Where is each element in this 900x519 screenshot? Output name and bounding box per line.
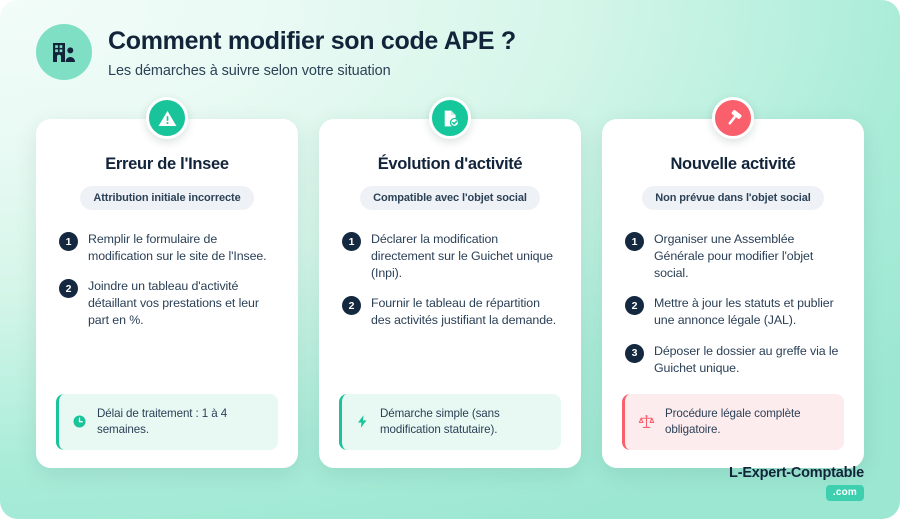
gavel-icon: [712, 97, 754, 139]
lightning-bolt-icon: [355, 414, 370, 429]
card-note-text: Procédure légale complète obligatoire.: [665, 406, 801, 436]
step-item: 3 Déposer le dossier au greffe via le Gu…: [625, 343, 844, 377]
step-text: Remplir le formulaire de modification su…: [88, 232, 267, 264]
document-check-icon: [429, 97, 471, 139]
card-note: Délai de traitement : 1 à 4 semaines.: [56, 393, 278, 450]
step-number: 2: [59, 279, 78, 299]
card-title: Évolution d'activité: [377, 155, 523, 173]
step-item: 1 Organiser une Assemblée Générale pour …: [625, 231, 844, 282]
card-note: Démarche simple (sans modification statu…: [339, 393, 561, 450]
step-item: 1 Remplir le formulaire de modification …: [59, 231, 278, 265]
steps-list: 1 Remplir le formulaire de modification …: [56, 231, 278, 330]
card-title: Erreur de l'Insee: [105, 155, 229, 173]
brand-dotcom-badge: .com: [825, 485, 864, 501]
card-pill-badge: Attribution initiale incorrecte: [80, 186, 254, 210]
card-note-text: Délai de traitement : 1 à 4 semaines.: [97, 406, 228, 436]
step-number: 3: [625, 343, 644, 363]
card-erreur-insee: Erreur de l'Insee Attribution initiale i…: [36, 97, 298, 468]
clock-icon: [72, 414, 87, 429]
card-note: Procédure légale complète obligatoire.: [622, 393, 844, 450]
step-text: Déposer le dossier au greffe via le Guic…: [654, 343, 839, 375]
step-text: Mettre à jour les statuts et publier une…: [654, 296, 834, 328]
step-number: 1: [342, 232, 361, 251]
scales-of-justice-icon: [638, 413, 655, 430]
step-text: Déclarer la modification directement sur…: [371, 232, 553, 281]
step-item: 2 Fournir le tableau de répartition des …: [342, 295, 561, 329]
card-evolution-activite: Évolution d'activité Compatible avec l'o…: [319, 97, 581, 468]
step-number: 1: [625, 232, 644, 251]
page-subtitle: Les démarches à suivre selon votre situa…: [108, 62, 391, 79]
cards-container: Erreur de l'Insee Attribution initiale i…: [36, 97, 864, 468]
card-nouvelle-activite: Nouvelle activité Non prévue dans l'obje…: [602, 97, 864, 468]
brand-name: L-Expert-Comptable: [729, 465, 864, 481]
step-item: 2 Mettre à jour les statuts et publier u…: [625, 295, 844, 329]
step-item: 2 Joindre un tableau d'activité détailla…: [59, 278, 278, 329]
building-person-icon: [36, 24, 92, 80]
steps-list: 1 Déclarer la modification directement s…: [339, 231, 561, 330]
page-title: Comment modifier son code APE ?: [108, 27, 516, 56]
brand-logo: L-Expert-Comptable .com: [729, 465, 864, 501]
header-text: Comment modifier son code APE ? Les déma…: [108, 25, 516, 79]
step-number: 2: [342, 296, 361, 316]
card-note-text: Démarche simple (sans modification statu…: [380, 406, 500, 436]
header: Comment modifier son code APE ? Les déma…: [36, 24, 516, 80]
step-item: 1 Déclarer la modification directement s…: [342, 231, 561, 282]
step-text: Joindre un tableau d'activité détaillant…: [88, 279, 259, 328]
card-pill-badge: Compatible avec l'objet social: [360, 186, 540, 210]
card-title: Nouvelle activité: [670, 155, 796, 173]
step-text: Fournir le tableau de répartition des ac…: [371, 296, 557, 328]
warning-triangle-icon: [146, 97, 188, 139]
card-pill-badge: Non prévue dans l'objet social: [642, 186, 824, 210]
step-number: 1: [59, 232, 78, 251]
step-text: Organiser une Assemblée Générale pour mo…: [654, 232, 814, 281]
step-number: 2: [625, 296, 644, 316]
steps-list: 1 Organiser une Assemblée Générale pour …: [622, 231, 844, 377]
